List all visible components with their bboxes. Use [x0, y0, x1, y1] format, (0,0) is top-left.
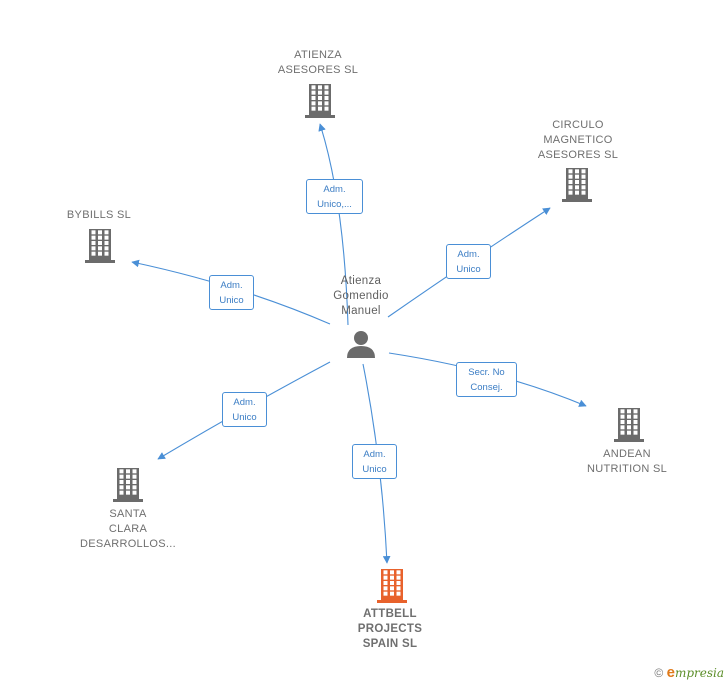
edge-label-attbell[interactable]: Adm. Unico [352, 444, 397, 479]
brand-initial: e [666, 664, 675, 681]
building-icon[interactable] [614, 408, 644, 442]
building-icon[interactable] [113, 468, 143, 502]
node-label-line: MAGNETICO [543, 134, 613, 146]
edge-label-line: Adm. [363, 449, 386, 460]
edge-label-line: Unico [456, 264, 481, 275]
copyright-symbol: © [654, 666, 664, 680]
edge-label-line: Adm. [323, 184, 346, 195]
node-label-line: CIRCULO [552, 119, 604, 131]
node-label-line: ANDEAN [603, 448, 651, 460]
edge-label-line: Adm. [233, 397, 256, 408]
building-icon[interactable] [377, 569, 407, 603]
node-label-attbell-projects[interactable]: ATTBELL PROJECTS SPAIN SL [340, 607, 440, 652]
node-label-line: ASESORES SL [537, 149, 619, 161]
center-name-line-2: Gomendio [333, 290, 389, 302]
node-label-line: BYBILLS SL [66, 209, 132, 221]
edge-label-line: Unico,... [317, 199, 352, 210]
node-label-line: DESARROLLOS... [80, 538, 176, 550]
edge-label-line: Adm. [220, 280, 243, 291]
node-label-line: NUTRITION SL [587, 463, 667, 475]
edge-label-line: Unico [219, 295, 244, 306]
edge-label-andean[interactable]: Secr. No Consej. [456, 362, 517, 397]
person-icon[interactable] [347, 331, 375, 358]
brand-name: mpresia [674, 666, 724, 680]
edge-label-bybills[interactable]: Adm. Unico [209, 275, 254, 310]
edge-label-line: Unico [232, 412, 257, 423]
node-label-line: PROJECTS [357, 623, 423, 635]
edge-label-atienza[interactable]: Adm. Unico,... [306, 179, 363, 214]
center-name-line-1: Atienza [340, 275, 382, 287]
node-label-circulo-magnetico[interactable]: CIRCULO MAGNETICO ASESORES SL [526, 118, 630, 163]
node-label-line: ATTBELL [363, 608, 417, 620]
node-label-andean-nutrition[interactable]: ANDEAN NUTRITION SL [574, 447, 680, 477]
node-label-line: SANTA [109, 508, 147, 520]
building-icon[interactable] [305, 84, 335, 118]
node-label-bybills[interactable]: BYBILLS SL [54, 208, 144, 223]
building-icon[interactable] [85, 229, 115, 263]
node-label-line: SPAIN SL [362, 638, 418, 650]
node-label-atienza-asesores[interactable]: ATIENZA ASESORES SL [268, 48, 368, 78]
center-person-label[interactable]: Atienza Gomendio Manuel [318, 274, 404, 319]
node-label-line: CLARA [108, 523, 148, 535]
center-name-line-3: Manuel [341, 305, 381, 317]
edge-label-santa[interactable]: Adm. Unico [222, 392, 267, 427]
edge-label-line: Adm. [457, 249, 480, 260]
edge-label-line: Unico [362, 464, 387, 475]
building-icon[interactable] [562, 168, 592, 202]
node-label-line: ASESORES SL [277, 64, 359, 76]
empresia-watermark: © empresia [654, 664, 724, 681]
node-label-santa-clara[interactable]: SANTA CLARA DESARROLLOS... [70, 507, 186, 552]
edge-label-line: Consej. [470, 382, 503, 393]
edge-label-circulo[interactable]: Adm. Unico [446, 244, 491, 279]
edge-label-line: Secr. No [468, 367, 505, 378]
node-label-line: ATIENZA [294, 49, 342, 61]
